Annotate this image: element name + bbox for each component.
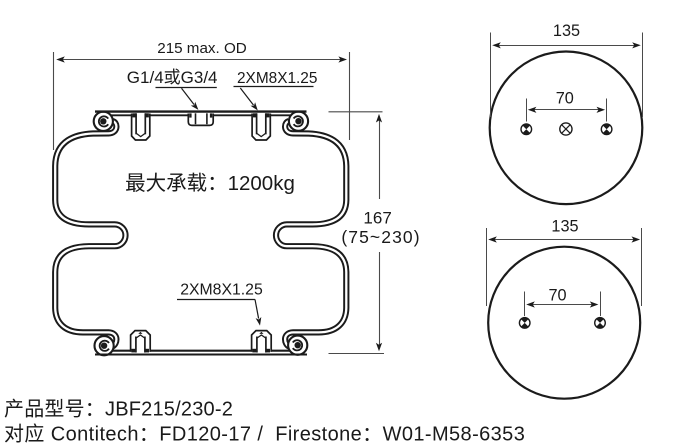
svg-text:(75~230): (75~230) bbox=[341, 227, 420, 247]
svg-text:2XM8X1.25: 2XM8X1.25 bbox=[180, 282, 263, 299]
svg-text:最大承载：1200kg: 最大承载：1200kg bbox=[125, 172, 295, 195]
svg-text:215 max. OD: 215 max. OD bbox=[157, 40, 247, 57]
svg-text:对应 Contitech：FD120-17 / Fires: 对应 Contitech：FD120-17 / Firestone：W01-M5… bbox=[4, 423, 525, 446]
svg-text:167: 167 bbox=[363, 208, 391, 227]
svg-text:70: 70 bbox=[556, 90, 574, 108]
svg-text:135: 135 bbox=[551, 218, 578, 236]
svg-text:135: 135 bbox=[553, 22, 580, 40]
svg-text:2XM8X1.25: 2XM8X1.25 bbox=[237, 70, 317, 87]
svg-text:产品型号：JBF215/230-2: 产品型号：JBF215/230-2 bbox=[4, 398, 233, 421]
svg-text:70: 70 bbox=[548, 287, 566, 305]
svg-text:G1/4或G3/4: G1/4或G3/4 bbox=[127, 68, 218, 87]
